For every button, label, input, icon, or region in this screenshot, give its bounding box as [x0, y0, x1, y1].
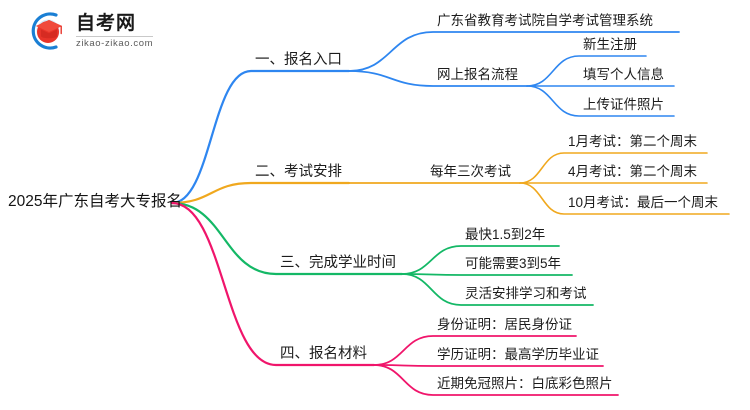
mindmap-connector — [401, 245, 560, 275]
mindmap-connector — [170, 181, 351, 205]
branch-2-child-1-leaf-2[interactable]: 4月考试：第二个周末 — [568, 164, 698, 179]
branch-4-child-3[interactable]: 近期免冠照片：白底彩色照片 — [437, 376, 613, 391]
mindmap-connector — [526, 55, 647, 87]
mindmap-connector — [348, 70, 528, 87]
branch-1[interactable]: 一、报名入口 — [255, 52, 342, 68]
branch-3-child-2[interactable]: 可能需要3到5年 — [465, 256, 562, 271]
branch-2[interactable]: 二、考试安排 — [255, 164, 342, 180]
branch-1-child-2-leaf-2[interactable]: 填写个人信息 — [583, 67, 664, 82]
logo-domain: zikao-zikao.com — [76, 35, 154, 49]
mindmap-connector — [373, 364, 619, 396]
branch-1-child-2[interactable]: 网上报名流程 — [437, 67, 518, 82]
branch-2-child-1-leaf-1[interactable]: 1月考试：第二个周末 — [568, 134, 698, 149]
mindmap-connector — [401, 273, 594, 306]
branch-4-child-1[interactable]: 身份证明：居民身份证 — [437, 317, 572, 332]
mindmap-connector — [373, 364, 604, 367]
mindmap-connector — [401, 273, 573, 276]
branch-3[interactable]: 三、完成学业时间 — [280, 255, 396, 271]
branch-4[interactable]: 四、报名材料 — [280, 346, 367, 362]
branch-3-child-1[interactable]: 最快1.5到2年 — [465, 227, 546, 242]
graduation-cap-icon — [26, 10, 68, 52]
branch-4-child-2[interactable]: 学历证明：最高学历毕业证 — [437, 347, 599, 362]
branch-1-child-1[interactable]: 广东省教育考试院自学考试管理系统 — [437, 13, 653, 28]
mindmap-connector — [519, 182, 730, 215]
mindmap-connector — [170, 201, 376, 367]
branch-2-child-1-leaf-3[interactable]: 10月考试：最后一个周末 — [568, 195, 719, 210]
mindmap-connector — [170, 69, 351, 205]
mindmap-connector — [373, 335, 577, 366]
branch-1-child-2-leaf-1[interactable]: 新生注册 — [583, 37, 637, 52]
mindmap-connector — [348, 31, 680, 72]
branch-1-child-2-leaf-3[interactable]: 上传证件照片 — [583, 97, 664, 112]
logo-title: 自考网 — [76, 12, 137, 34]
mindmap-connector — [526, 85, 675, 117]
mindmap-connector — [170, 201, 404, 276]
mindmap-connector — [519, 152, 708, 184]
site-logo: 自考网 zikao-zikao.com — [26, 8, 206, 54]
mindmap-root-node[interactable]: 2025年广东自考大专报名 — [8, 193, 182, 210]
branch-3-child-3[interactable]: 灵活安排学习和考试 — [465, 286, 587, 301]
logo-text-block: 自考网 zikao-zikao.com — [76, 12, 154, 50]
branch-2-child-1[interactable]: 每年三次考试 — [430, 164, 511, 179]
